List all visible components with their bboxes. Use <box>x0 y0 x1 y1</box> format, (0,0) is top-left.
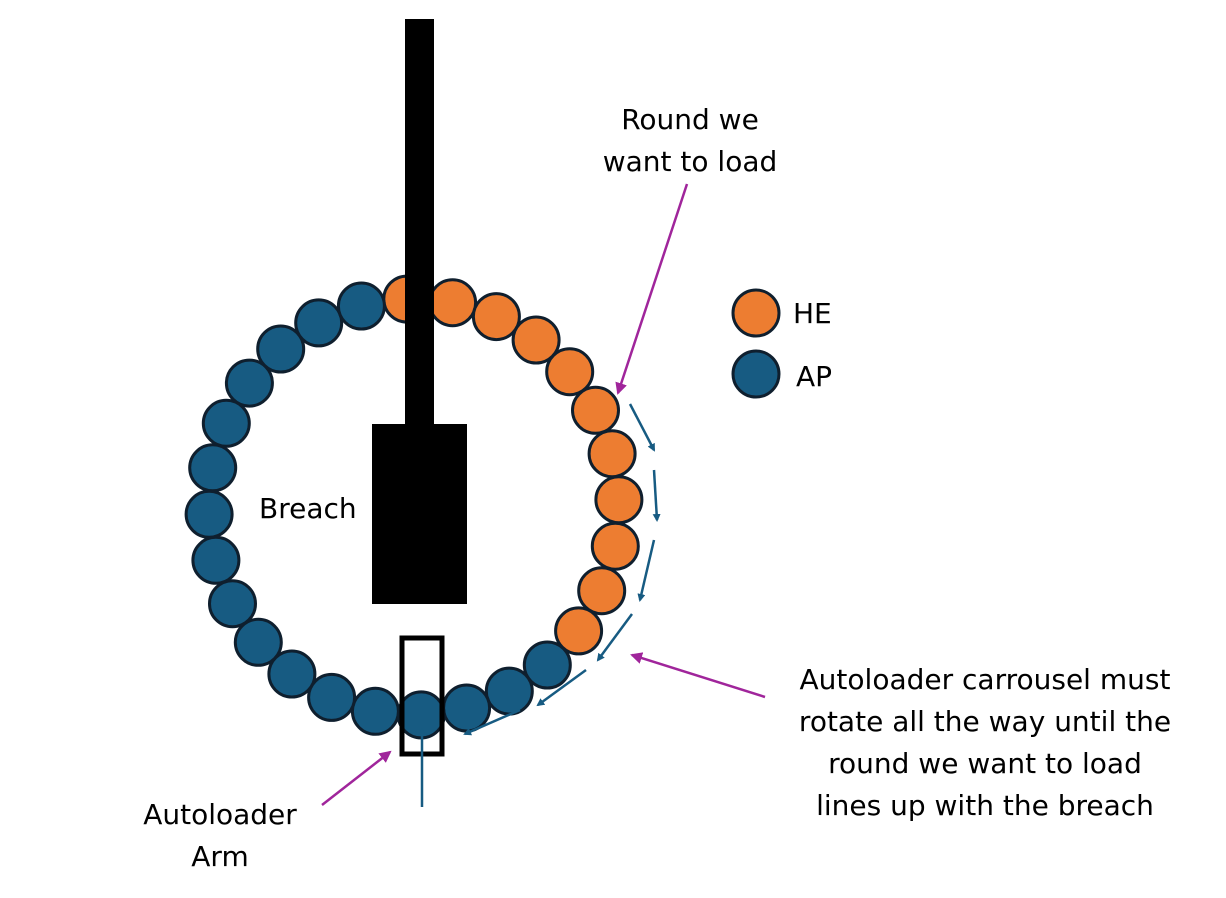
ap-round <box>350 686 400 736</box>
autoloader-arm-label-line2: Arm <box>191 840 248 873</box>
legend-ap-label: AP <box>796 360 832 393</box>
he-round <box>428 278 478 328</box>
ap-round <box>307 672 357 722</box>
ap-round <box>208 579 257 629</box>
carousel-note-line3: round we want to load <box>828 747 1142 780</box>
carousel-rounds <box>184 274 644 740</box>
he-round <box>471 292 521 342</box>
he-round <box>594 475 644 525</box>
rotation-arrow <box>536 668 587 707</box>
carousel-note-line4: lines up with the breach <box>816 789 1154 822</box>
rotation-arrow <box>637 539 656 602</box>
legend: HE AP <box>731 288 832 399</box>
carousel-note-line1: Autoloader carrousel must <box>800 663 1171 696</box>
he-round <box>577 566 627 616</box>
ap-round <box>522 640 572 690</box>
rotation-arrows <box>463 403 661 736</box>
autoloader-arm-label-line1: Autoloader <box>143 798 297 831</box>
he-round <box>571 385 620 435</box>
gun-breach <box>372 424 467 604</box>
rotation-arrow <box>652 469 661 522</box>
ap-round <box>233 617 283 667</box>
legend-ap-swatch <box>731 349 781 399</box>
ap-round <box>224 358 274 408</box>
ap-round <box>267 649 317 699</box>
ap-round <box>191 535 241 585</box>
legend-he-label: HE <box>793 297 832 330</box>
ap-round <box>336 281 386 331</box>
round-to-load-label-line2: want to load <box>603 145 778 178</box>
ap-round <box>484 666 534 716</box>
round-callout-arrow <box>615 183 689 395</box>
arm-callout-arrow <box>321 750 392 806</box>
round-to-load-label-line1: Round we <box>621 103 759 136</box>
ap-round <box>442 683 492 733</box>
gun-barrel <box>405 19 434 429</box>
carousel-callout-arrow <box>630 652 766 699</box>
rotation-arrow <box>596 613 634 662</box>
breach-label: Breach <box>259 492 357 525</box>
legend-he-swatch <box>731 288 781 338</box>
he-round <box>587 429 637 479</box>
ap-round <box>294 298 344 348</box>
carousel-note-line2: rotate all the way until the <box>799 705 1171 738</box>
he-round <box>511 315 561 365</box>
ap-round <box>256 324 306 374</box>
ap-round <box>184 489 234 539</box>
rotation-arrow <box>628 403 656 452</box>
ap-round <box>201 398 251 448</box>
rotation-arrow <box>463 708 521 736</box>
he-round <box>545 347 595 397</box>
he-round <box>554 606 604 656</box>
he-round <box>590 521 640 571</box>
ap-round <box>188 443 238 493</box>
